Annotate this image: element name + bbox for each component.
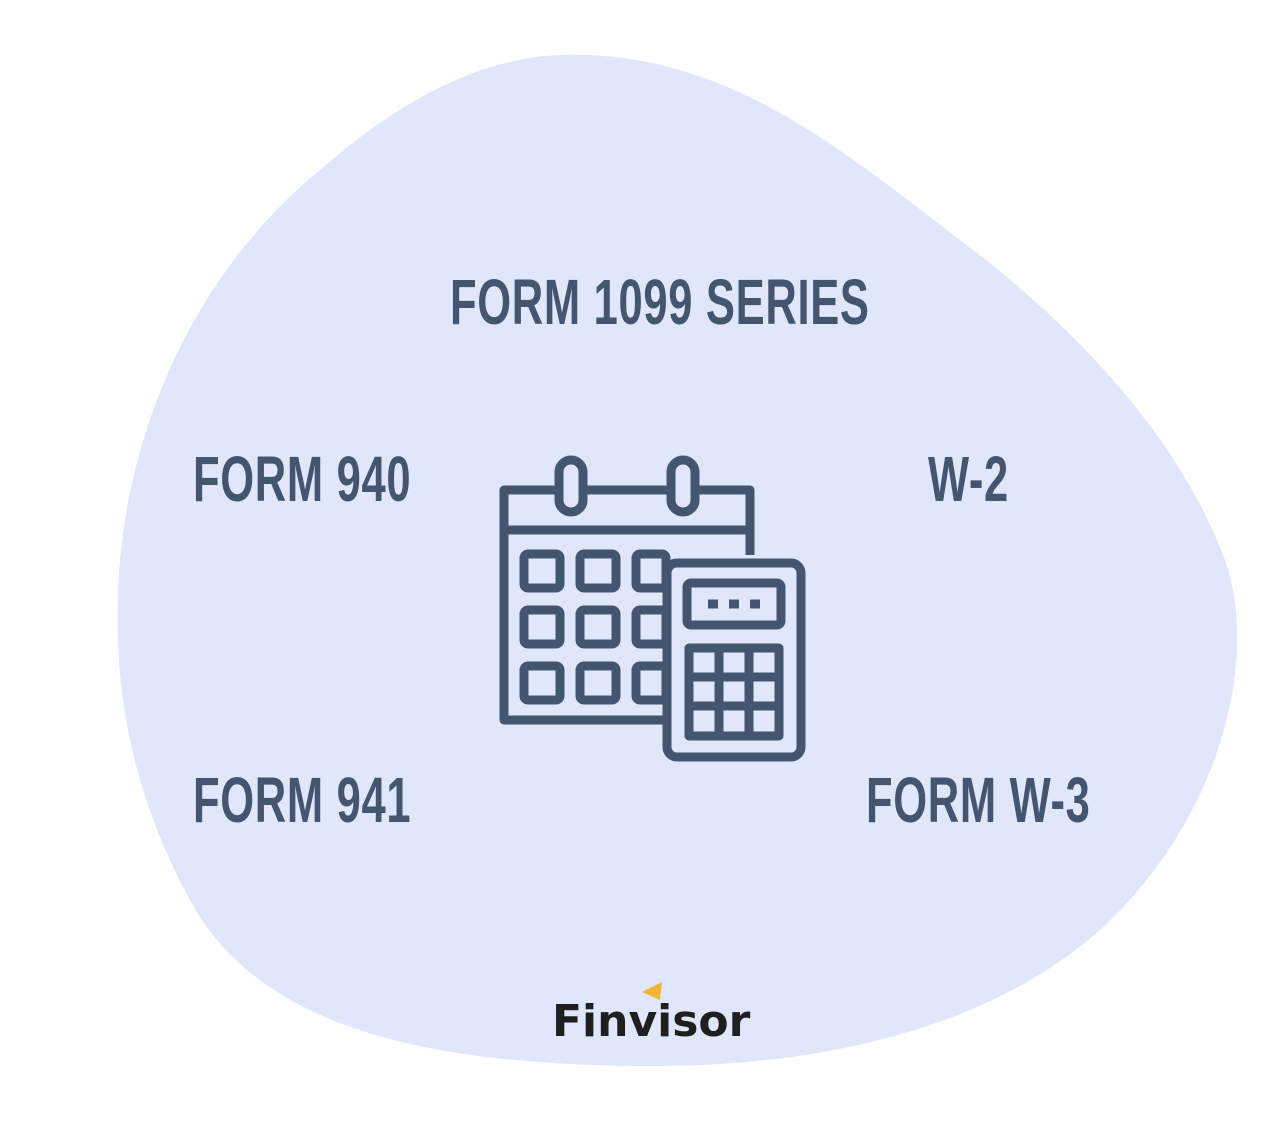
calendar-icon (499, 455, 755, 725)
label-form-w-3: FORM W-3 (866, 764, 1091, 836)
label-w-2: W-2 (928, 443, 1009, 515)
logo-arrow-icon (642, 982, 662, 1000)
finvisor-logo: Finvisor (552, 996, 751, 1047)
calculator-icon (662, 558, 806, 762)
label-form-941: FORM 941 (193, 764, 412, 836)
label-form-940: FORM 940 (193, 443, 412, 515)
label-form-1099-series: FORM 1099 SERIES (450, 266, 870, 338)
